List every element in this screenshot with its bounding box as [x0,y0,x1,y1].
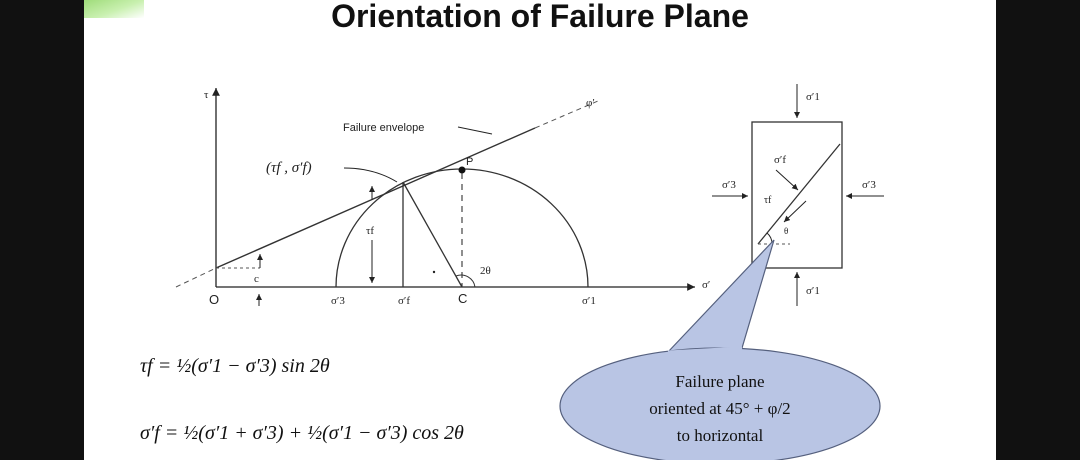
sigma3-label: σ′3 [331,295,345,307]
slide-decoration [84,0,144,18]
origin-label: O [209,292,219,307]
tangent-pointer [343,167,398,183]
element-sigmaf-label: σ′f [774,154,786,166]
element-tauf-label: τf [764,195,772,206]
failure-envelope-label: Failure envelope [343,122,424,134]
theta-label: θ [784,226,788,236]
sigma-axis-label: σ′ [702,279,710,291]
tau-f-label: τf [366,225,374,237]
two-theta-arc [455,274,476,288]
envelope-pointer [457,126,493,135]
sigma3-right-label: σ′3 [862,179,876,191]
soil-element [751,121,843,269]
callout-line3: to horizontal [677,426,764,445]
sigma3-left-label: σ′3 [722,179,736,191]
sigma1-top-label: σ′1 [806,91,820,103]
center-c-label: C [458,291,467,306]
failure-envelope-line [215,127,536,269]
failure-plane [757,143,841,245]
envelope-extension [175,267,217,288]
callout-line1: Failure plane [675,372,764,391]
sigma1-bottom-label: σ′1 [806,285,820,297]
sigmaf-label: σ′f [398,295,410,307]
slide-title: Orientation of Failure Plane [331,0,749,34]
envelope-dashed [534,100,599,129]
callout-pointer [666,239,775,353]
tangent-point-label: (τf , σ′f) [266,160,312,176]
cohesion-label: c [254,273,259,285]
phi-label: φ′ [586,97,595,109]
tauf-arrow [783,200,807,223]
radius-line [402,181,463,288]
equation-tau-f: τf = ½(σ′1 − σ′3) sin 2θ [140,355,330,377]
callout-line2: oriented at 45° + φ/2 [649,399,790,418]
equation-sigma-f: σ′f = ½(σ′1 + σ′3) + ½(σ′1 − σ′3) cos 2θ [140,422,464,444]
point-p [458,166,466,174]
tau-axis-label: τ [204,89,209,101]
point-p-label: P [466,156,473,168]
two-theta-label: 2θ [480,265,491,277]
sigmaf-arrow [775,169,799,191]
sigma1-label: σ′1 [582,295,596,307]
